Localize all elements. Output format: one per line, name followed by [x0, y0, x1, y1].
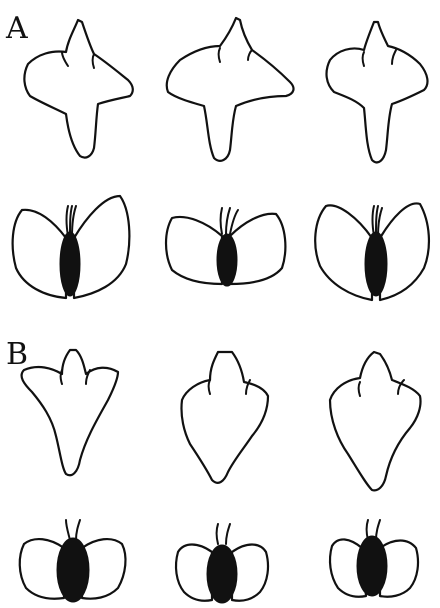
panel-b-label: B	[6, 337, 28, 372]
panel-b-pair-1	[20, 520, 126, 602]
panel-a-label: A	[5, 11, 28, 46]
panel-a-specimen-3	[327, 22, 428, 162]
panel-b-pair-2	[176, 524, 268, 603]
panel-a-pair-2	[166, 208, 285, 286]
panel-b-specimen-1	[22, 350, 118, 475]
panel-a-pair-1	[13, 196, 130, 298]
panel-b-pair-3	[330, 520, 418, 597]
panel-a-specimen-1	[24, 20, 132, 158]
panel-b-specimen-2	[181, 352, 268, 483]
panel-a-pair-3	[315, 203, 429, 300]
panel-a-specimen-2	[167, 18, 294, 161]
panel-b-specimen-3	[330, 352, 421, 490]
